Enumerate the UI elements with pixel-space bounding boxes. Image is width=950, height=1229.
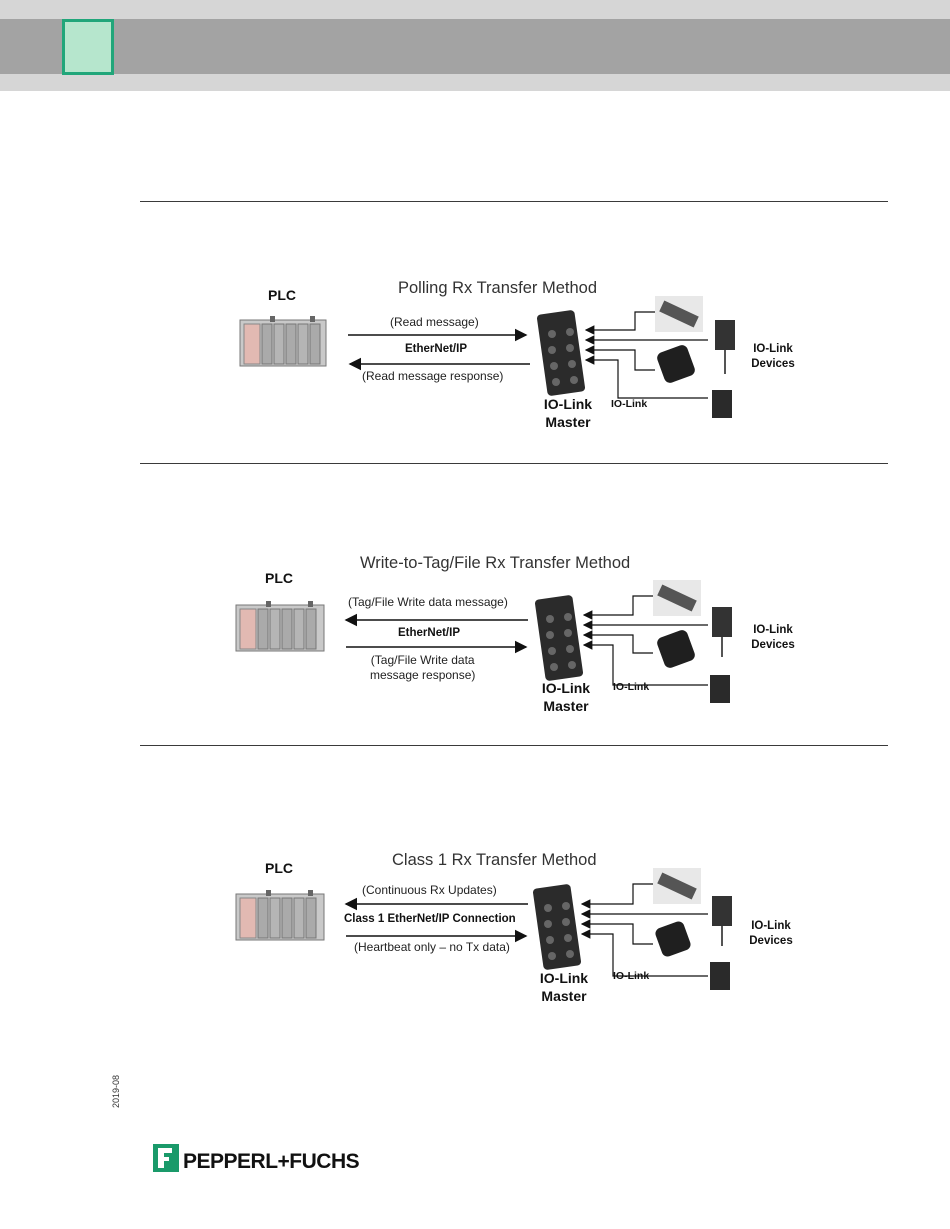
write-to-tag-diagram: Write-to-Tag/File Rx Transfer Method PLC… [230, 553, 810, 743]
section-rule [140, 745, 888, 746]
diagram-graphics [235, 868, 732, 990]
lower-message-line2: message response) [370, 668, 476, 682]
master-label-line2: Master [543, 698, 589, 714]
protocol-label: EtherNet/IP [405, 343, 467, 355]
plc-label: PLC [265, 570, 293, 586]
pepperl-fuchs-logo: PEPPERL+FUCHS [153, 1144, 360, 1173]
diagram-title: Write-to-Tag/File Rx Transfer Method [360, 554, 631, 572]
devices-label-line2: Devices [749, 935, 793, 947]
devices-label: IO-Link Devices [746, 342, 800, 372]
plc-label: PLC [265, 860, 293, 876]
lower-message-label: (Read message response) [362, 369, 504, 383]
iolink-device-images [653, 580, 732, 703]
section-rule [140, 463, 888, 464]
diagram-title: Polling Rx Transfer Method [398, 279, 598, 297]
master-label: IO-Link Master [534, 679, 598, 715]
devices-label-line1: IO-Link [753, 624, 793, 636]
company-logo-icon [153, 1144, 179, 1172]
iolink-connection-label: IO-Link [613, 681, 650, 693]
master-label-line1: IO-Link [539, 970, 589, 986]
protocol-label: Class 1 EtherNet/IP Connection [344, 913, 516, 925]
diagram-title: Class 1 Rx Transfer Method [392, 851, 597, 869]
polling-diagram: Polling Rx Transfer Method PLC (Read mes… [230, 278, 810, 468]
master-label: IO-Link Master [532, 969, 596, 1005]
iolink-device-images [653, 868, 732, 990]
upper-message-label: (Read message) [390, 315, 479, 329]
lower-message-line1: (Tag/File Write data [370, 653, 475, 667]
master-label-line1: IO-Link [541, 680, 591, 696]
iolink-device-images [655, 296, 735, 418]
iolink-connection-label: IO-Link [611, 398, 648, 410]
devices-label-line1: IO-Link [751, 920, 791, 932]
devices-label-line2: Devices [751, 358, 795, 370]
section-rule [140, 201, 888, 202]
diagram-graphics [235, 580, 732, 703]
upper-message-label: (Continuous Rx Updates) [362, 883, 497, 897]
revision-date: 2019-08 [111, 1074, 121, 1108]
plc-rack-image [235, 890, 325, 941]
protocol-label: EtherNet/IP [398, 627, 460, 639]
chapter-marker-box [62, 19, 114, 75]
header-top-band [0, 0, 950, 19]
master-label-line2: Master [541, 988, 587, 1004]
devices-label: IO-Link Devices [744, 919, 798, 949]
header-bottom-band [0, 74, 950, 91]
logo-text: PEPPERL+FUCHS [183, 1150, 360, 1173]
header-band [0, 19, 950, 74]
master-label-line1: IO-Link [543, 396, 593, 412]
iolink-master-image [532, 884, 582, 970]
devices-label: IO-Link Devices [746, 623, 800, 653]
plc-label: PLC [268, 287, 296, 303]
master-label: IO-Link Master [536, 395, 600, 431]
master-label-line2: Master [545, 414, 591, 430]
lower-message-label: (Heartbeat only – no Tx data) [354, 940, 510, 954]
plc-rack-image [235, 601, 325, 652]
upper-message-label: (Tag/File Write data message) [348, 595, 508, 609]
lower-message-label: (Tag/File Write data message response) [370, 653, 475, 683]
plc-rack-image [239, 316, 327, 367]
iolink-master-image [534, 595, 584, 681]
iolink-connection-label: IO-Link [613, 970, 650, 982]
diagram-graphics [239, 296, 735, 418]
class1-diagram: Class 1 Rx Transfer Method PLC (Continuo… [230, 850, 810, 1040]
devices-label-line2: Devices [751, 639, 795, 651]
iolink-master-image [536, 310, 586, 396]
devices-label-line1: IO-Link [753, 343, 793, 355]
